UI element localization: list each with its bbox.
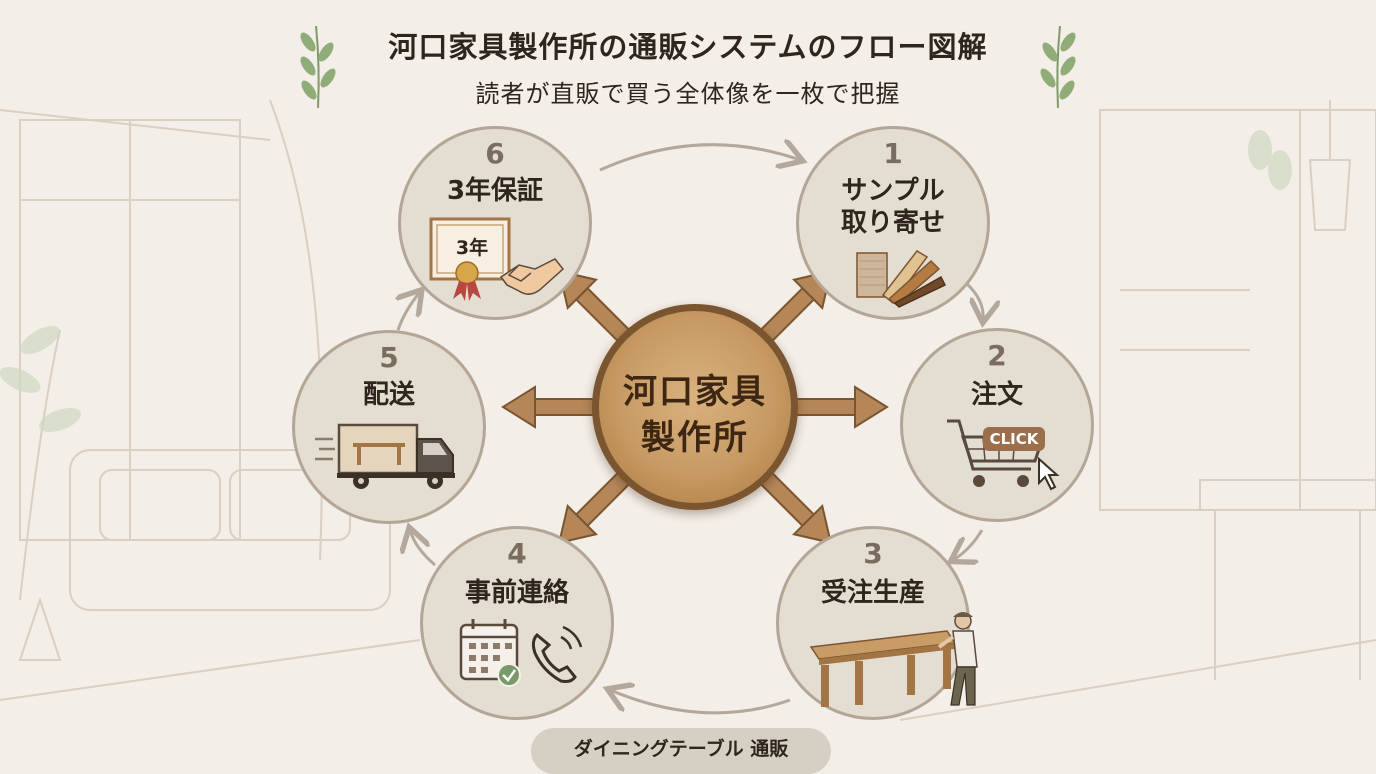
step-5-delivery: 5 配送 <box>292 330 486 524</box>
leaf-left-icon <box>300 25 336 109</box>
step-number: 3 <box>863 537 883 570</box>
arrow-3-to-4 <box>610 690 791 715</box>
step-label: 注文 <box>970 380 1023 410</box>
arrow-5-to-6 <box>398 292 420 331</box>
craftsman-table-icon <box>809 612 978 707</box>
footer-tag: ダイニングテーブル 通販 <box>531 728 831 774</box>
hub-label: 河口家具 製作所 <box>599 369 791 461</box>
leaf-right-icon <box>1040 25 1076 109</box>
click-badge: CLICK <box>983 427 1045 451</box>
hub-wood-disc: 河口家具 製作所 <box>592 304 798 510</box>
delivery-truck-icon <box>315 423 455 489</box>
step-label-line1: サンプル <box>841 176 945 206</box>
page-subtitle: 読者が直販で買う全体像を一枚で把握 <box>475 80 901 108</box>
certificate-handshake-icon <box>429 217 565 301</box>
hub-label-line1: 河口家具 <box>623 372 767 412</box>
step-label: 受注生産 <box>820 578 925 608</box>
arrow-6-to-1 <box>599 145 800 172</box>
step-label: 事前連絡 <box>464 578 569 608</box>
step-2-order: 2 注文 CLICK <box>900 328 1094 522</box>
step-label: サンプル 取り寄せ <box>799 175 987 239</box>
hub-label-line2: 製作所 <box>641 418 749 458</box>
step-3-made-to-order: 3 受注生産 <box>776 526 978 720</box>
step-number: 4 <box>507 537 527 570</box>
step-number: 5 <box>379 341 399 374</box>
step-6-three-year-warranty: 6 3年保証 3年 <box>398 126 592 320</box>
step-number: 1 <box>883 137 903 170</box>
step-label: 配送 <box>362 380 415 410</box>
step-number: 6 <box>485 137 505 170</box>
wood-sample-swatches-icon <box>856 250 947 308</box>
step-label-line2: 取り寄せ <box>840 208 945 238</box>
arrow-4-to-5 <box>410 530 436 567</box>
step-label: 3年保証 <box>446 176 544 206</box>
step-number: 2 <box>987 339 1007 372</box>
certificate-badge-text: 3年 <box>455 237 489 259</box>
page-title: 河口家具製作所の通販システムのフロー図解 <box>388 30 988 64</box>
calendar-phone-icon <box>459 619 583 687</box>
step-4-advance-notice: 4 事前連絡 <box>420 526 614 720</box>
arrow-2-to-3 <box>953 529 984 560</box>
step-1-sample-request: 1 サンプル 取り寄せ <box>796 126 990 320</box>
arrow-1-to-2 <box>963 280 983 320</box>
